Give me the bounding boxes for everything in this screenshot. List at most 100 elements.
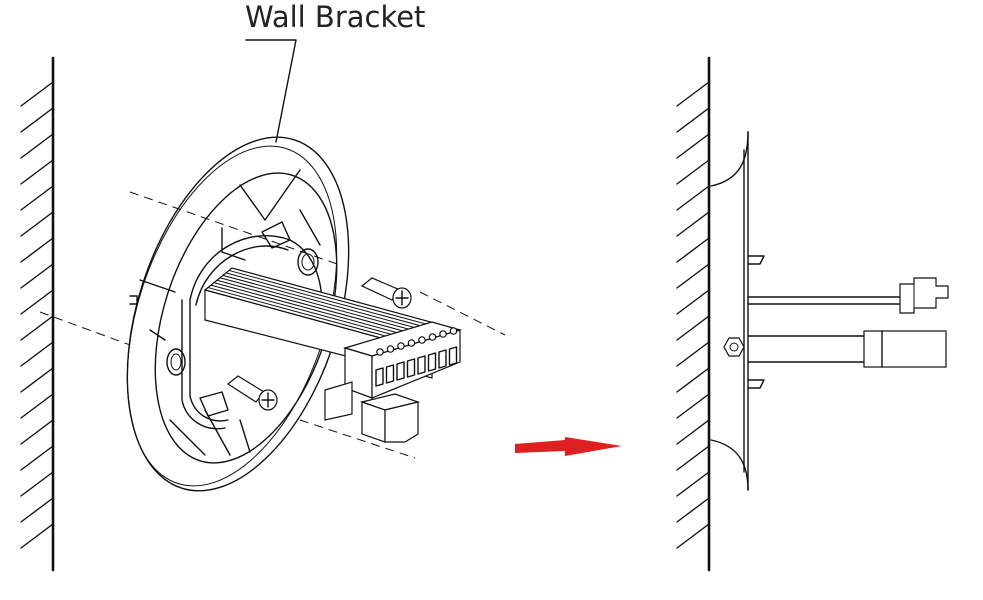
mounting-screw-upper	[360, 277, 412, 309]
lower-axis-line-tail	[299, 419, 416, 459]
terminal-screw	[386, 345, 395, 353]
terminal-screws	[376, 327, 458, 356]
hatch-line	[676, 133, 710, 159]
bracket-clip-upper	[261, 221, 291, 249]
hatch-line	[676, 237, 710, 263]
cable-upper	[747, 296, 901, 305]
right-wall	[676, 56, 711, 572]
mounting-screw-lower	[226, 375, 278, 411]
hatch-line	[20, 445, 54, 471]
hatch-line	[20, 107, 54, 133]
hatch-line	[676, 81, 710, 107]
hatch-line	[20, 497, 54, 523]
terminal-screw	[449, 327, 458, 335]
upper-axis-line	[129, 191, 341, 266]
right-arrow-icon	[515, 437, 622, 456]
hatch-line	[20, 81, 54, 107]
bracket-clip-upper-side	[747, 255, 765, 265]
terminal-screw	[376, 348, 384, 356]
hatch-line	[20, 133, 54, 159]
connector-box-front	[384, 401, 419, 443]
conduit-lower-box	[863, 330, 947, 368]
terminal-screw	[407, 339, 416, 347]
terminal-screw	[418, 336, 426, 344]
wall-bracket-label: Wall Bracket	[245, 0, 425, 34]
terminal-screw	[428, 333, 437, 341]
right-wall-hatching	[676, 81, 710, 549]
cable-strand	[222, 274, 452, 338]
connector-box	[359, 393, 421, 443]
bracket-rib-top	[239, 169, 301, 221]
upper-axis-line-tail	[419, 291, 506, 336]
hatch-line	[20, 211, 54, 237]
hatch-line	[20, 237, 54, 263]
bracket-clip-lower-side	[747, 379, 765, 389]
hatch-line	[676, 263, 710, 289]
bracket-rim-pin	[129, 295, 138, 305]
terminal-block-lower-tab	[324, 381, 353, 421]
hatch-line	[676, 185, 710, 211]
wall-bracket-mounted	[710, 131, 949, 491]
bracket-rib-upper	[221, 209, 321, 261]
bracket-side-frame-inner	[189, 299, 229, 422]
terminal-pin	[438, 349, 447, 369]
terminal-block	[324, 321, 463, 421]
left-wall-hatching	[20, 81, 54, 549]
cable-strand	[225, 272, 455, 336]
bracket-mounting-hole-upper-inner	[301, 253, 315, 271]
terminal-pin	[417, 355, 426, 375]
hatch-line	[676, 341, 710, 367]
terminal-pin	[396, 361, 405, 381]
mounting-axis-lines	[39, 191, 506, 459]
hatch-line	[20, 289, 54, 315]
hatch-line	[676, 107, 710, 133]
bracket-mounting-hole-lower	[166, 348, 186, 376]
bracket-clip-lower	[199, 391, 229, 417]
hatch-line	[20, 419, 54, 445]
hatch-line	[676, 367, 710, 393]
bracket-profile-bottom-flare	[710, 439, 749, 491]
callout-leader-line	[245, 39, 297, 143]
bracket-rib-bottom	[169, 409, 251, 456]
bracket-rib-left	[139, 279, 176, 341]
hatch-line	[676, 445, 710, 471]
cable-strand	[228, 269, 458, 333]
hatch-line	[20, 367, 54, 393]
terminal-pin	[448, 346, 458, 366]
cable-upper-plug	[899, 277, 949, 314]
hatch-line	[20, 523, 54, 549]
hatch-line	[676, 289, 710, 315]
lower-axis-line	[39, 311, 131, 346]
hatch-line	[676, 497, 710, 523]
hatch-line	[20, 315, 54, 341]
hatch-line	[676, 159, 710, 185]
bracket-mounting-hole-upper	[297, 248, 319, 276]
hatch-line	[676, 471, 710, 497]
terminal-pin	[406, 358, 416, 378]
terminal-pin	[427, 352, 437, 372]
hatch-line	[676, 523, 710, 549]
terminal-pin	[375, 367, 384, 387]
hatch-line	[676, 419, 710, 445]
bracket-mounting-hole-lower-inner	[170, 353, 182, 371]
hatch-line	[676, 393, 710, 419]
bracket-profile-top-flare	[710, 131, 749, 187]
hatch-line	[676, 211, 710, 237]
hatch-line	[20, 159, 54, 185]
hatch-line	[20, 185, 54, 211]
hatch-line	[20, 393, 54, 419]
hatch-line	[20, 471, 54, 497]
hatch-line	[676, 315, 710, 341]
hatch-line	[20, 341, 54, 367]
conduit-lower	[747, 335, 865, 363]
hex-nut-bore	[729, 342, 739, 352]
bracket-side-frame	[181, 299, 226, 430]
hatch-line	[20, 263, 54, 289]
terminal-screw	[397, 342, 405, 350]
left-wall	[20, 56, 55, 572]
hex-nut-icon	[723, 337, 745, 357]
terminal-screw	[439, 330, 447, 338]
terminal-pin	[385, 364, 395, 384]
terminal-pins	[375, 346, 458, 387]
